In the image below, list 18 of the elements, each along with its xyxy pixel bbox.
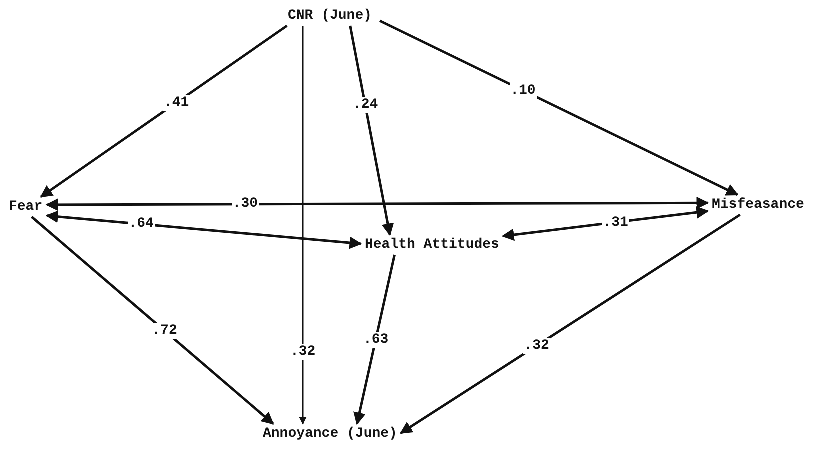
node-label: Fear — [7, 198, 45, 216]
arrow — [40, 24, 288, 198]
arrow — [46, 196, 710, 212]
arrow — [400, 214, 741, 434]
node-label: Annoyance (June) — [261, 425, 400, 443]
node-label: Misfeasance — [710, 196, 806, 214]
arrow — [349, 26, 394, 236]
arrow — [31, 216, 274, 425]
arrow — [299, 26, 307, 425]
edge-label: .10 — [510, 82, 537, 99]
arrow — [46, 210, 362, 250]
edge-label: .32 — [523, 338, 550, 354]
edge-label: .41 — [162, 94, 190, 111]
arrow — [379, 20, 739, 196]
node-label: Health Attitudes — [363, 236, 502, 254]
arrow — [354, 254, 396, 426]
node-label: CNR (June) — [286, 7, 374, 25]
edge-label: .72 — [151, 322, 178, 339]
